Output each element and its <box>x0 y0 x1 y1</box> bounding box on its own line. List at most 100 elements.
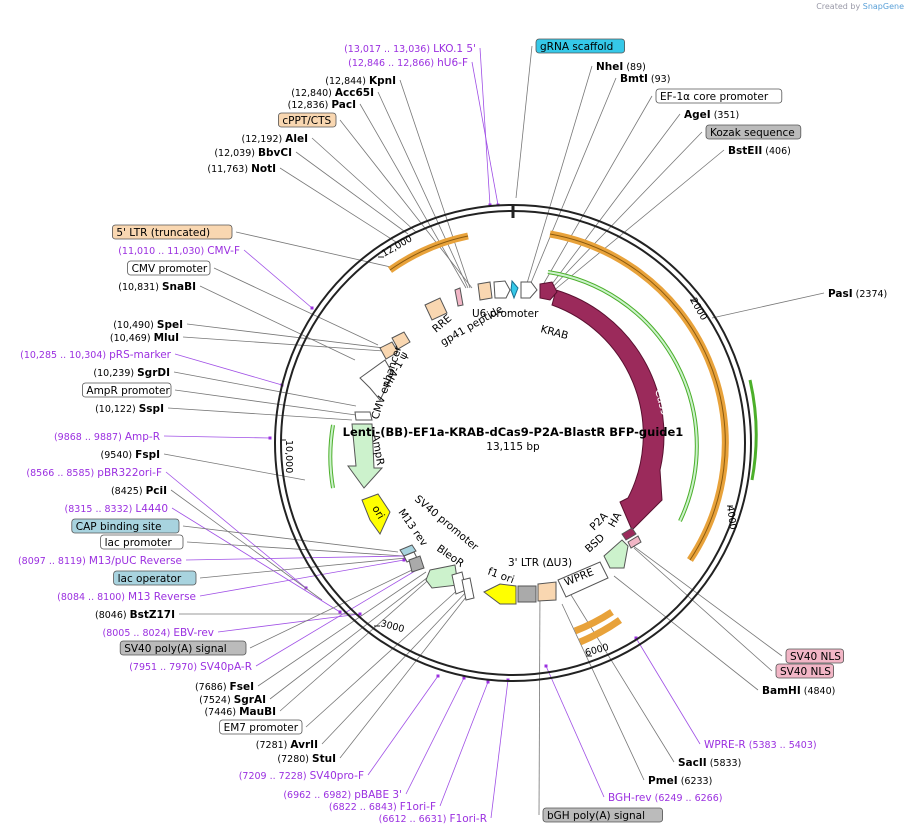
label-bgh-poly-a-signal-58[interactable]: bGH poly(A) signal <box>542 807 663 823</box>
label-stui-38[interactable]: (7280) StuI <box>277 753 336 765</box>
label-spei-13[interactable]: (10,490) SpeI <box>113 319 183 331</box>
gp41-feature[interactable] <box>454 287 464 307</box>
label-m13-puc-reverse-26[interactable]: (8097 .. 8119) M13/pUC Reverse <box>18 555 182 567</box>
label-sacii-55[interactable]: SacII (5833) <box>678 757 741 769</box>
label-grna-scaffold-43[interactable]: gRNA scaffold <box>535 38 625 54</box>
label-ampr-promoter-17[interactable]: AmpR promoter <box>82 382 172 398</box>
label-pbr322ori-f-21[interactable]: (8566 .. 8585) pBR322ori-F <box>26 467 162 479</box>
cap-site-feature[interactable] <box>399 544 417 557</box>
label-mlui-14[interactable]: (10,469) MluI <box>110 332 179 344</box>
label-alei-6[interactable]: (12,192) AleI <box>242 133 308 145</box>
label-kozak-sequence-48[interactable]: Kozak sequence <box>705 124 802 140</box>
label-acc65i-3-leader <box>377 91 469 289</box>
label-m13-reverse-28[interactable]: (8084 .. 8100) M13 Reverse <box>57 591 196 603</box>
label-bgh-rev-57-primer-mark <box>544 664 548 668</box>
grna-feature[interactable] <box>510 279 519 300</box>
label-sv40-nls-52[interactable]: SV40 NLS <box>775 663 834 679</box>
ef1a-feature[interactable] <box>520 281 538 299</box>
label-sacii-55-text: SacII (5833) <box>678 757 741 769</box>
label-noti-8[interactable]: (11,763) NotI <box>207 163 276 175</box>
label-sv40pro-f-39[interactable]: (7209 .. 7228) SV40pro-F <box>239 770 364 782</box>
label-sgrai-34[interactable]: (7524) SgrAI <box>199 694 266 706</box>
label-sv40-nls-51-box <box>785 648 844 664</box>
label-alei-6-text: (12,192) AleI <box>242 133 308 145</box>
label-bbvci-7[interactable]: (12,039) BbvCI <box>214 147 292 159</box>
p2a-feature[interactable] <box>621 527 637 541</box>
label-wpre-r-54[interactable]: WPRE-R (5383 .. 5403) <box>704 739 817 751</box>
bleor-feature[interactable] <box>425 564 459 589</box>
hiv-psi-feature[interactable] <box>391 331 411 350</box>
sv40pa-feature[interactable] <box>408 555 425 573</box>
label-agei-47[interactable]: AgeI (351) <box>684 109 739 121</box>
label-cppt-cts-5-text: cPPT/CTS <box>282 115 331 127</box>
label-pbabe-3-40[interactable]: (6962 .. 6982) pBABE 3' <box>283 789 402 801</box>
ltr5-inner-feature[interactable] <box>379 341 399 360</box>
cppt-feature[interactable] <box>477 281 493 301</box>
ltr3-feature[interactable] <box>537 581 557 602</box>
label-5-ltr-truncated-9[interactable]: 5' LTR (truncated) <box>112 224 233 240</box>
label-lac-promoter-25[interactable]: lac promoter <box>100 534 184 550</box>
rre-feature[interactable] <box>424 297 448 321</box>
label-hu6-f-1[interactable]: (12,846 .. 12,866) hU6-F <box>348 57 468 69</box>
label-nhei-44[interactable]: NheI (89) <box>596 61 646 73</box>
bgh-feature[interactable] <box>517 585 537 603</box>
label-l4440-23[interactable]: (8315 .. 8332) L4440 <box>65 503 168 515</box>
label-pmei-56[interactable]: PmeI (6233) <box>648 775 712 787</box>
wpre-feature[interactable] <box>557 561 609 598</box>
label-prs-marker-15[interactable]: (10,285 .. 10,304) pRS-marker <box>20 349 172 361</box>
ha-feature[interactable] <box>627 535 642 549</box>
label-cppt-cts-5[interactable]: cPPT/CTS <box>277 112 337 128</box>
label-pcii-22-position: (8425) <box>111 486 146 497</box>
label-sv40-nls-51[interactable]: SV40 NLS <box>785 648 844 664</box>
label-cmv-f-10[interactable]: (11,010 .. 11,030) CMV-F <box>118 245 240 257</box>
label-bmti-45[interactable]: BmtI (93) <box>620 73 670 85</box>
label-pcii-22[interactable]: (8425) PciI <box>111 485 167 497</box>
label-bsteii-49[interactable]: BstEII (406) <box>728 145 791 157</box>
bsd-feature[interactable] <box>603 539 629 569</box>
f1-ori-feature[interactable] <box>483 583 517 605</box>
label-sgrdi-16[interactable]: (10,239) SgrDI <box>93 367 170 379</box>
label-em7-promoter-36[interactable]: EM7 promoter <box>219 719 303 735</box>
label-acc65i-3[interactable]: (12,840) Acc65I <box>291 87 374 99</box>
krab-feature[interactable] <box>539 281 558 301</box>
label-sv40-nls-52-text: SV40 NLS <box>780 666 831 678</box>
ampr-feature[interactable] <box>347 423 384 489</box>
label-lko-1-5-0[interactable]: (13,017 .. 13,036) LKO.1 5' <box>344 43 476 55</box>
label-cmv-promoter-11-text: CMV promoter <box>132 263 208 275</box>
label-sv40-poly-a-signal-31[interactable]: SV40 poly(A) signal <box>119 640 247 656</box>
label-fsei-33[interactable]: (7686) FseI <box>195 681 254 693</box>
label-bamhi-53[interactable]: BamHI (4840) <box>762 685 835 697</box>
label-sgrai-34-text: (7524) SgrAI <box>199 694 266 706</box>
label-fspi-20-leader <box>163 453 306 481</box>
label-kpni-2[interactable]: (12,844) KpnI <box>325 75 396 87</box>
label-snabi-12[interactable]: (10,831) SnaBI <box>118 281 196 293</box>
label-bstz17i-29[interactable]: (8046) BstZ17I <box>95 609 175 621</box>
label-cmv-promoter-11[interactable]: CMV promoter <box>127 260 211 276</box>
label-ef-1-core-promoter-46[interactable]: EF-1α core promoter <box>655 88 783 104</box>
label-fspi-20[interactable]: (9540) FspI <box>101 449 160 461</box>
label-paci-4[interactable]: (12,836) PacI <box>288 99 356 111</box>
label-avrii-37-text: (7281) AvrII <box>256 739 318 751</box>
label-sspi-18[interactable]: (10,122) SspI <box>95 403 164 415</box>
cmv-enhancer-feature[interactable] <box>359 359 394 401</box>
label-m13rev: M13 rev <box>396 507 430 549</box>
label-bgh-rev-57[interactable]: BGH-rev (6249 .. 6266) <box>608 792 722 804</box>
label-em7-promoter-36-box <box>219 719 303 735</box>
label-ebv-rev-30-position: (8005 .. 8024) <box>102 628 173 639</box>
cas9-feature[interactable] <box>551 289 665 531</box>
label-sv40-nls-51-text: SV40 NLS <box>790 651 841 663</box>
label-f1ori-f-41[interactable]: (6822 .. 6843) F1ori-F <box>329 801 436 813</box>
label-amp-r-19[interactable]: (9868 .. 9887) Amp-R <box>54 431 160 443</box>
label-pasi-50[interactable]: PasI (2374) <box>828 288 887 300</box>
label-maubi-35[interactable]: (7446) MauBI <box>204 706 276 718</box>
label-cap-binding-site-24[interactable]: CAP binding site <box>71 518 180 534</box>
ori-feature[interactable] <box>361 493 391 535</box>
label-ebv-rev-30[interactable]: (8005 .. 8024) EBV-rev <box>102 627 214 639</box>
em7-feature[interactable] <box>461 577 475 601</box>
ampr-promoter-feature[interactable] <box>354 411 373 421</box>
label-avrii-37[interactable]: (7281) AvrII <box>256 739 318 751</box>
label-sv40pa-r-32[interactable]: (7951 .. 7970) SV40pA-R <box>129 661 252 673</box>
label-f1ori-r-42[interactable]: (6612 .. 6631) F1ori-R <box>379 813 487 825</box>
u6-promoter-feature[interactable] <box>493 280 511 299</box>
label-lac-operator-27[interactable]: lac operator <box>113 570 197 586</box>
